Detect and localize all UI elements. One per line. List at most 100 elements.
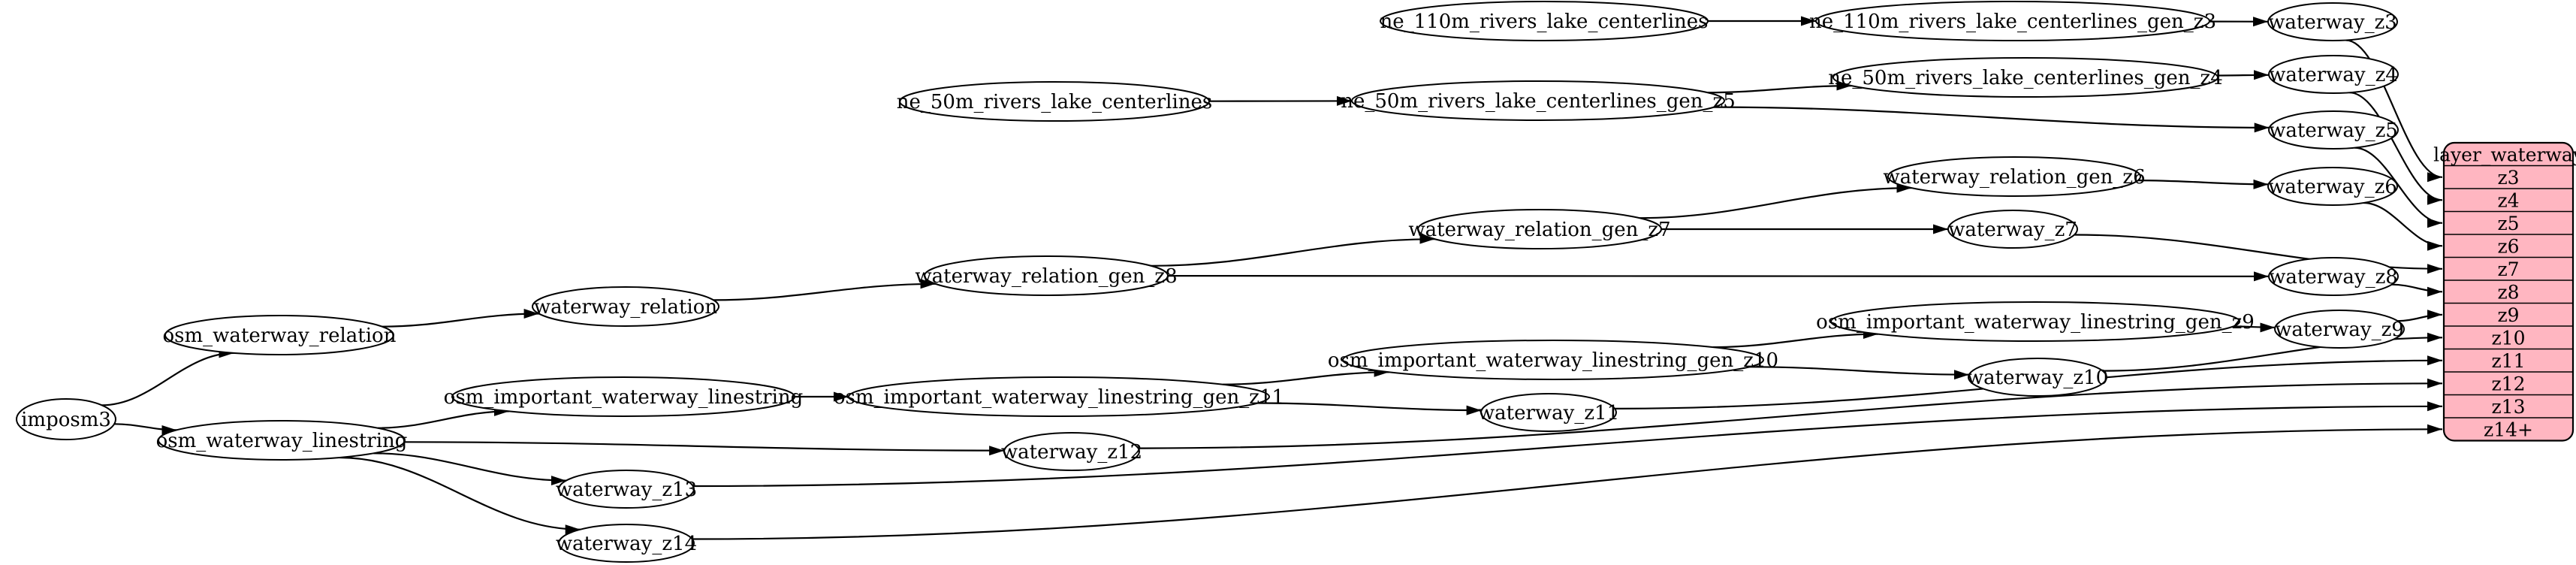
node-label: waterway_relation_gen_z6 <box>1883 166 2145 189</box>
node-label: imposm3 <box>21 409 111 431</box>
node-label: waterway_z8 <box>2269 266 2398 289</box>
edge-waterway_relation_gen_z6-to-waterway_z6 <box>2137 179 2269 189</box>
node-ellipse <box>2274 310 2405 349</box>
edge-waterway_z5-to-table-z5 <box>2354 147 2443 228</box>
node-ellipse <box>1832 57 2219 98</box>
table-title: layer_waterway <box>2433 144 2576 165</box>
table-row-z9: z9 <box>2497 304 2519 326</box>
edge-waterway_z6-to-table-z6 <box>2363 201 2443 251</box>
node-label: waterway_relation_gen_z7 <box>1408 219 1670 241</box>
node-waterway_z13: waterway_z13 <box>556 470 697 509</box>
node-waterway_relation: waterway_relation <box>532 286 719 327</box>
edge-waterway_relation_gen_z8-to-waterway_relation_gen_z7 <box>1151 234 1435 267</box>
edge-osm_waterway_relation-to-waterway_relation <box>382 309 539 328</box>
edge-waterway_z7-to-table-z7 <box>2074 234 2443 274</box>
node-ellipse <box>1003 432 1140 471</box>
edge-osm_important_waterway_linestring_gen_z11-to-osm_important_waterway_linestring_gen_z10 <box>1223 367 1389 385</box>
table-row-z13: z13 <box>2492 396 2526 418</box>
edge-osm_waterway_linestring-to-waterway_z12 <box>404 441 1005 456</box>
table-row-z8: z8 <box>2497 281 2519 303</box>
node-ne_50m_rivers_lake_centerlines: ne_50m_rivers_lake_centerlines <box>897 81 1212 122</box>
node-ellipse <box>558 524 695 563</box>
node-ellipse <box>1417 209 1662 249</box>
node-ellipse <box>2267 167 2398 206</box>
node-label: ne_50m_rivers_lake_centerlines <box>897 91 1212 113</box>
edge-osm_important_waterway_linestring_gen_z9-to-waterway_z9 <box>2233 322 2276 333</box>
table-row-z12: z12 <box>2492 373 2526 394</box>
node-waterway_z9: waterway_z9 <box>2274 310 2405 349</box>
node-ellipse <box>158 420 406 461</box>
node-ellipse <box>1947 210 2078 249</box>
node-waterway_z6: waterway_z6 <box>2267 167 2398 206</box>
node-ellipse <box>1830 301 2240 342</box>
node-label: waterway_z4 <box>2269 64 2398 86</box>
node-label: osm_important_waterway_linestring <box>444 386 804 409</box>
node-ellipse <box>164 315 394 355</box>
node-label: waterway_z10 <box>1967 367 2108 389</box>
node-ellipse <box>1380 1 1709 41</box>
node-osm_waterway_relation: osm_waterway_relation <box>163 315 397 355</box>
edge-ne_50m_rivers_lake_centerlines_gen_z5-to-ne_50m_rivers_lake_centerlines_gen_z4 <box>1707 80 1852 94</box>
edge-ne_50m_rivers_lake_centerlines_gen_z4-to-waterway_z4 <box>2216 70 2270 80</box>
edge-imposm3-to-osm_waterway_linestring <box>114 423 177 435</box>
node-waterway_z7: waterway_z7 <box>1947 210 2078 249</box>
node-label: ne_110m_rivers_lake_centerlines_gen_z3 <box>1809 11 2216 33</box>
node-waterway_z5: waterway_z5 <box>2268 110 2399 150</box>
node-ellipse <box>2268 55 2399 94</box>
node-ne_50m_rivers_lake_centerlines_gen_z4: ne_50m_rivers_lake_centerlines_gen_z4 <box>1828 57 2223 98</box>
table-row-z10: z10 <box>2492 327 2526 349</box>
edge-osm_waterway_linestring-to-osm_important_waterway_linestring <box>377 406 510 429</box>
edges-layer <box>101 16 2443 540</box>
node-osm_important_waterway_linestring_gen_z11: osm_important_waterway_linestring_gen_z1… <box>834 376 1284 417</box>
node-ellipse <box>899 81 1210 122</box>
node-osm_waterway_linestring: osm_waterway_linestring <box>156 420 408 461</box>
edge-osm_waterway_linestring-to-waterway_z14 <box>339 456 581 535</box>
edge-waterway_z4-to-table-z4 <box>2349 92 2443 205</box>
node-ellipse <box>532 286 719 327</box>
node-waterway_relation_gen_z7: waterway_relation_gen_z7 <box>1408 209 1671 249</box>
node-imposm3: imposm3 <box>16 398 116 440</box>
edge-osm_important_waterway_linestring_gen_z10-to-osm_important_waterway_linestring_gen_z9 <box>1712 329 1878 349</box>
node-label: osm_waterway_linestring <box>156 430 408 452</box>
node-ellipse <box>1887 156 2141 197</box>
node-ne_110m_rivers_lake_centerlines: ne_110m_rivers_lake_centerlines <box>1380 1 1709 41</box>
node-osm_important_waterway_linestring_gen_z10: osm_important_waterway_linestring_gen_z1… <box>1328 340 1778 380</box>
node-label: waterway_relation <box>534 296 718 319</box>
node-ellipse <box>558 470 695 509</box>
node-label: waterway_z5 <box>2269 119 2398 142</box>
node-label: waterway_z6 <box>2268 176 2397 198</box>
table-row-z6: z6 <box>2497 235 2519 257</box>
edge-imposm3-to-osm_waterway_relation <box>101 348 234 406</box>
edge-waterway_z3-to-table-z3 <box>2345 39 2443 183</box>
node-osm_important_waterway_linestring: osm_important_waterway_linestring <box>444 376 804 417</box>
node-label: waterway_z12 <box>1001 441 1142 464</box>
node-waterway_relation_gen_z6: waterway_relation_gen_z6 <box>1883 156 2146 197</box>
node-waterway_z14: waterway_z14 <box>556 524 697 563</box>
node-label: waterway_z14 <box>556 533 697 555</box>
node-ellipse <box>1815 1 2210 41</box>
edge-ne_50m_rivers_lake_centerlines_gen_z5-to-waterway_z5 <box>1713 106 2270 133</box>
node-ne_50m_rivers_lake_centerlines_gen_z5: ne_50m_rivers_lake_centerlines_gen_z5 <box>1341 80 1736 121</box>
edge-waterway_z12-to-table-z12 <box>1138 378 2443 449</box>
node-ellipse <box>16 398 116 440</box>
node-waterway_z10: waterway_z10 <box>1967 358 2108 397</box>
node-waterway_z11: waterway_z11 <box>1478 393 1619 432</box>
node-osm_important_waterway_linestring_gen_z9: osm_important_waterway_linestring_gen_z9 <box>1816 301 2255 342</box>
node-waterway_z3: waterway_z3 <box>2267 2 2398 41</box>
node-label: osm_important_waterway_linestring_gen_z9 <box>1816 311 2255 334</box>
node-label: waterway_relation_gen_z8 <box>915 265 1177 288</box>
node-waterway_z4: waterway_z4 <box>2268 55 2399 94</box>
node-label: ne_50m_rivers_lake_centerlines_gen_z4 <box>1828 67 2223 89</box>
node-waterway_z8: waterway_z8 <box>2268 257 2399 296</box>
node-label: osm_waterway_relation <box>163 325 397 347</box>
node-ellipse <box>848 376 1270 417</box>
table-layer_waterway: layer_waterwayz3z4z5z6z7z8z9z10z11z12z13… <box>2433 141 2576 442</box>
node-label: osm_important_waterway_linestring_gen_z1… <box>1328 349 1778 372</box>
table-row-z7: z7 <box>2497 258 2519 280</box>
edge-waterway_z9-to-table-z9 <box>2397 310 2443 322</box>
node-ellipse <box>2268 257 2399 296</box>
node-ne_110m_rivers_lake_centerlines_gen_z3: ne_110m_rivers_lake_centerlines_gen_z3 <box>1809 1 2216 41</box>
node-waterway_relation_gen_z8: waterway_relation_gen_z8 <box>915 255 1178 296</box>
edge-waterway_relation-to-waterway_relation_gen_z8 <box>713 279 936 301</box>
node-label: waterway_z7 <box>1948 219 2077 241</box>
